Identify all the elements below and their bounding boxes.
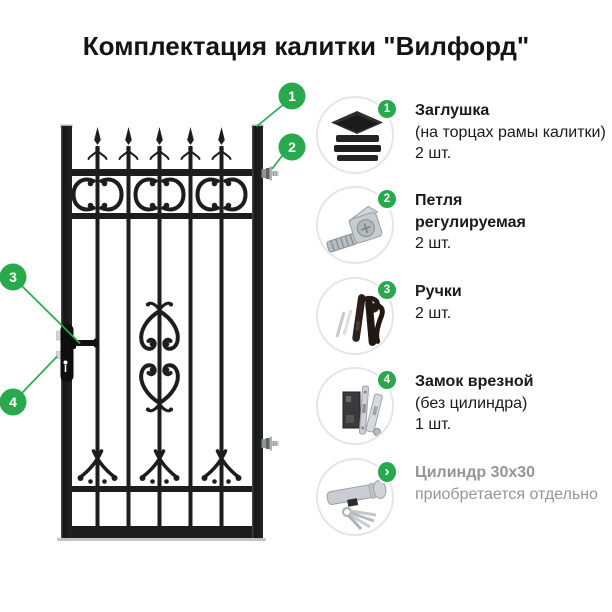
item-badge: 1 [376,98,398,120]
keyhole-slot [64,365,67,372]
gate-bars [95,146,224,526]
callout-circle-3 [0,263,27,291]
item-quantity: 2 шт. [415,304,452,322]
callout-markers: 1 2 3 4 [0,82,306,416]
item-quantity: 2 шт. [415,235,452,252]
badge-number: 3 [383,284,391,296]
gate-rails [72,169,252,538]
callout-number-2: 2 [288,139,296,155]
item-title: Петля [415,192,463,209]
item-badge: › [376,460,398,484]
callout-number-1: 1 [288,88,296,104]
item-title: Цилиндр 30х30 [415,464,536,481]
item-thumb: 3 [316,277,398,355]
callout-circle-4 [0,388,27,416]
adjustable-hinge-image [316,186,394,264]
gate-hinge-bottom [261,436,279,451]
item-quantity: 1 шт. [415,416,452,433]
badge-number: 1 [383,103,391,115]
item-thumb: 2 [316,186,398,264]
item-badge: 3 [376,279,398,301]
callout-line-4 [20,355,58,395]
component-item-cylinder: › Цилиндр 30х30 приобретается отдельно [316,458,612,536]
callout-circle-2 [278,133,306,161]
item-note: приобретается отдельно [415,485,598,503]
item-note: (без цилиндра) [415,394,528,412]
item-note: (на торцах рамы калитки) [415,123,606,141]
callout-line-3 [20,284,81,345]
item-title-line2: регулируемая [415,213,526,231]
item-badge: 2 [376,188,398,210]
end-cap-image [316,96,394,174]
cylinder-image [316,458,394,536]
item-title: Ручки [415,283,462,300]
callout-line-2 [271,153,285,170]
component-item-lock: 4 Замок врезной (без цилиндра) 1 шт. [316,367,612,445]
callout-line-1 [255,103,285,128]
component-item-handles: 3 Ручки 2 шт. [316,277,612,355]
gate-ground-shadow [57,538,266,541]
callout-number-3: 3 [9,269,17,285]
item-thumb: 4 [316,367,398,445]
page-title: Комплектация калитки "Вилфорд" [82,31,530,61]
callout-lines [20,103,285,395]
gate-post-right [252,126,263,538]
handle-grip [94,338,98,348]
badge-number: 2 [383,193,391,205]
item-quantity: 2 шт. [415,145,452,162]
latch-bolt [56,330,62,341]
item-badge: 4 [376,369,398,391]
item-title: Замок врезной [415,373,534,390]
item-thumb: 1 [316,96,398,174]
center-medallion-ornament [139,301,180,413]
component-item-hinge: 2 Петля регулируемая 2 шт. [316,186,612,264]
item-title: Заглушка [415,102,490,119]
keyhole [63,360,68,365]
gate-handle-lock [56,324,98,382]
item-thumb: › [316,458,398,536]
callout-number-4: 4 [9,394,17,410]
gate-hinge-top [261,166,279,181]
component-list: 1 Заглушка (на торцах рамы калитки) 2 шт… [316,96,612,566]
callout-circle-1 [278,82,306,110]
lock-escutcheon-plate [60,324,74,382]
chevron-right-icon: › [384,462,390,480]
component-item-end-cap: 1 Заглушка (на торцах рамы калитки) 2 шт… [316,96,612,174]
badge-number: 4 [383,374,391,386]
